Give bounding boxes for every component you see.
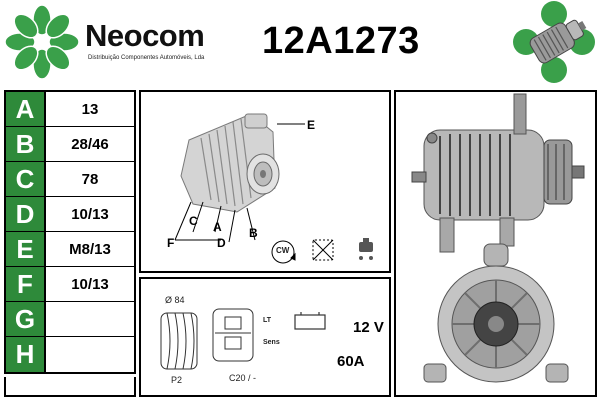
pulley-icon (160, 312, 198, 370)
diagram-label-f: F (167, 236, 175, 250)
neocom-logo-icon (4, 4, 80, 80)
dimension-row-c: C 78 (6, 162, 134, 197)
part-number: 12A1273 (262, 20, 420, 62)
dimension-value: 13 (81, 100, 99, 118)
amperage-value: 60A (337, 353, 365, 370)
alternator-thumbnail-icon (513, 1, 595, 83)
pulley-diameter: Ø 84 (165, 295, 185, 305)
diagram-label-b: B (249, 226, 258, 240)
dimension-value: 10/13 (71, 275, 109, 293)
connector-label-lt: LT (263, 317, 272, 324)
dimension-value: 28/46 (71, 135, 109, 153)
dimension-value: 10/13 (71, 205, 109, 223)
dimension-letter: E (6, 232, 46, 266)
brand-name: Neocom (85, 18, 205, 53)
dimension-row-h: H (6, 337, 134, 372)
pulley-type: P2 (171, 375, 183, 385)
diagram-label-d: D (217, 236, 226, 250)
dimension-value: 78 (81, 170, 99, 188)
dimension-letter: F (6, 267, 46, 301)
dimension-letter: B (6, 127, 46, 161)
dimension-value: M8/13 (69, 240, 111, 258)
alternator-sketch-icon (174, 113, 373, 264)
table-footer (4, 377, 136, 397)
dimension-value (46, 302, 134, 336)
alternator-photo-icon (411, 93, 585, 383)
diagram-label-c: C (189, 214, 198, 228)
dimension-letter: G (6, 302, 46, 336)
diagram-label-e: E (307, 118, 316, 132)
connector-label-sens: Sens (263, 339, 280, 346)
connector-code: C20 / - (229, 373, 257, 383)
product-photo-panel (394, 90, 597, 397)
battery-icon (294, 312, 326, 330)
dimension-letter: C (6, 162, 46, 196)
dimension-letter: A (6, 92, 46, 126)
dimension-value (46, 337, 134, 372)
dimension-row-b: B 28/46 (6, 127, 134, 162)
dimension-row-d: D 10/13 (6, 197, 134, 232)
voltage-value: 12 V (353, 319, 384, 336)
dimension-diagram-panel: E C A B F D CW (139, 90, 391, 273)
dimension-row-g: G (6, 302, 134, 337)
dimension-row-e: E M8/13 (6, 232, 134, 267)
dimension-letter: D (6, 197, 46, 231)
dimension-row-f: F 10/13 (6, 267, 134, 302)
dimension-table: A 13 B 28/46 C 78 D 10/13 E M8/13 F 10/1… (4, 90, 136, 374)
dimension-row-a: A 13 (6, 92, 134, 127)
diagram-label-a: A (213, 220, 222, 234)
dimension-letter: H (6, 337, 46, 372)
electrical-specs-panel: Ø 84 P2 LT Sens C20 / - 12 V 60A (139, 277, 391, 397)
rotation-label: CW (276, 246, 290, 255)
connector-icon (212, 308, 254, 362)
brand-subtitle: Distribuição Componentes Automóveis, Lda (88, 55, 205, 61)
